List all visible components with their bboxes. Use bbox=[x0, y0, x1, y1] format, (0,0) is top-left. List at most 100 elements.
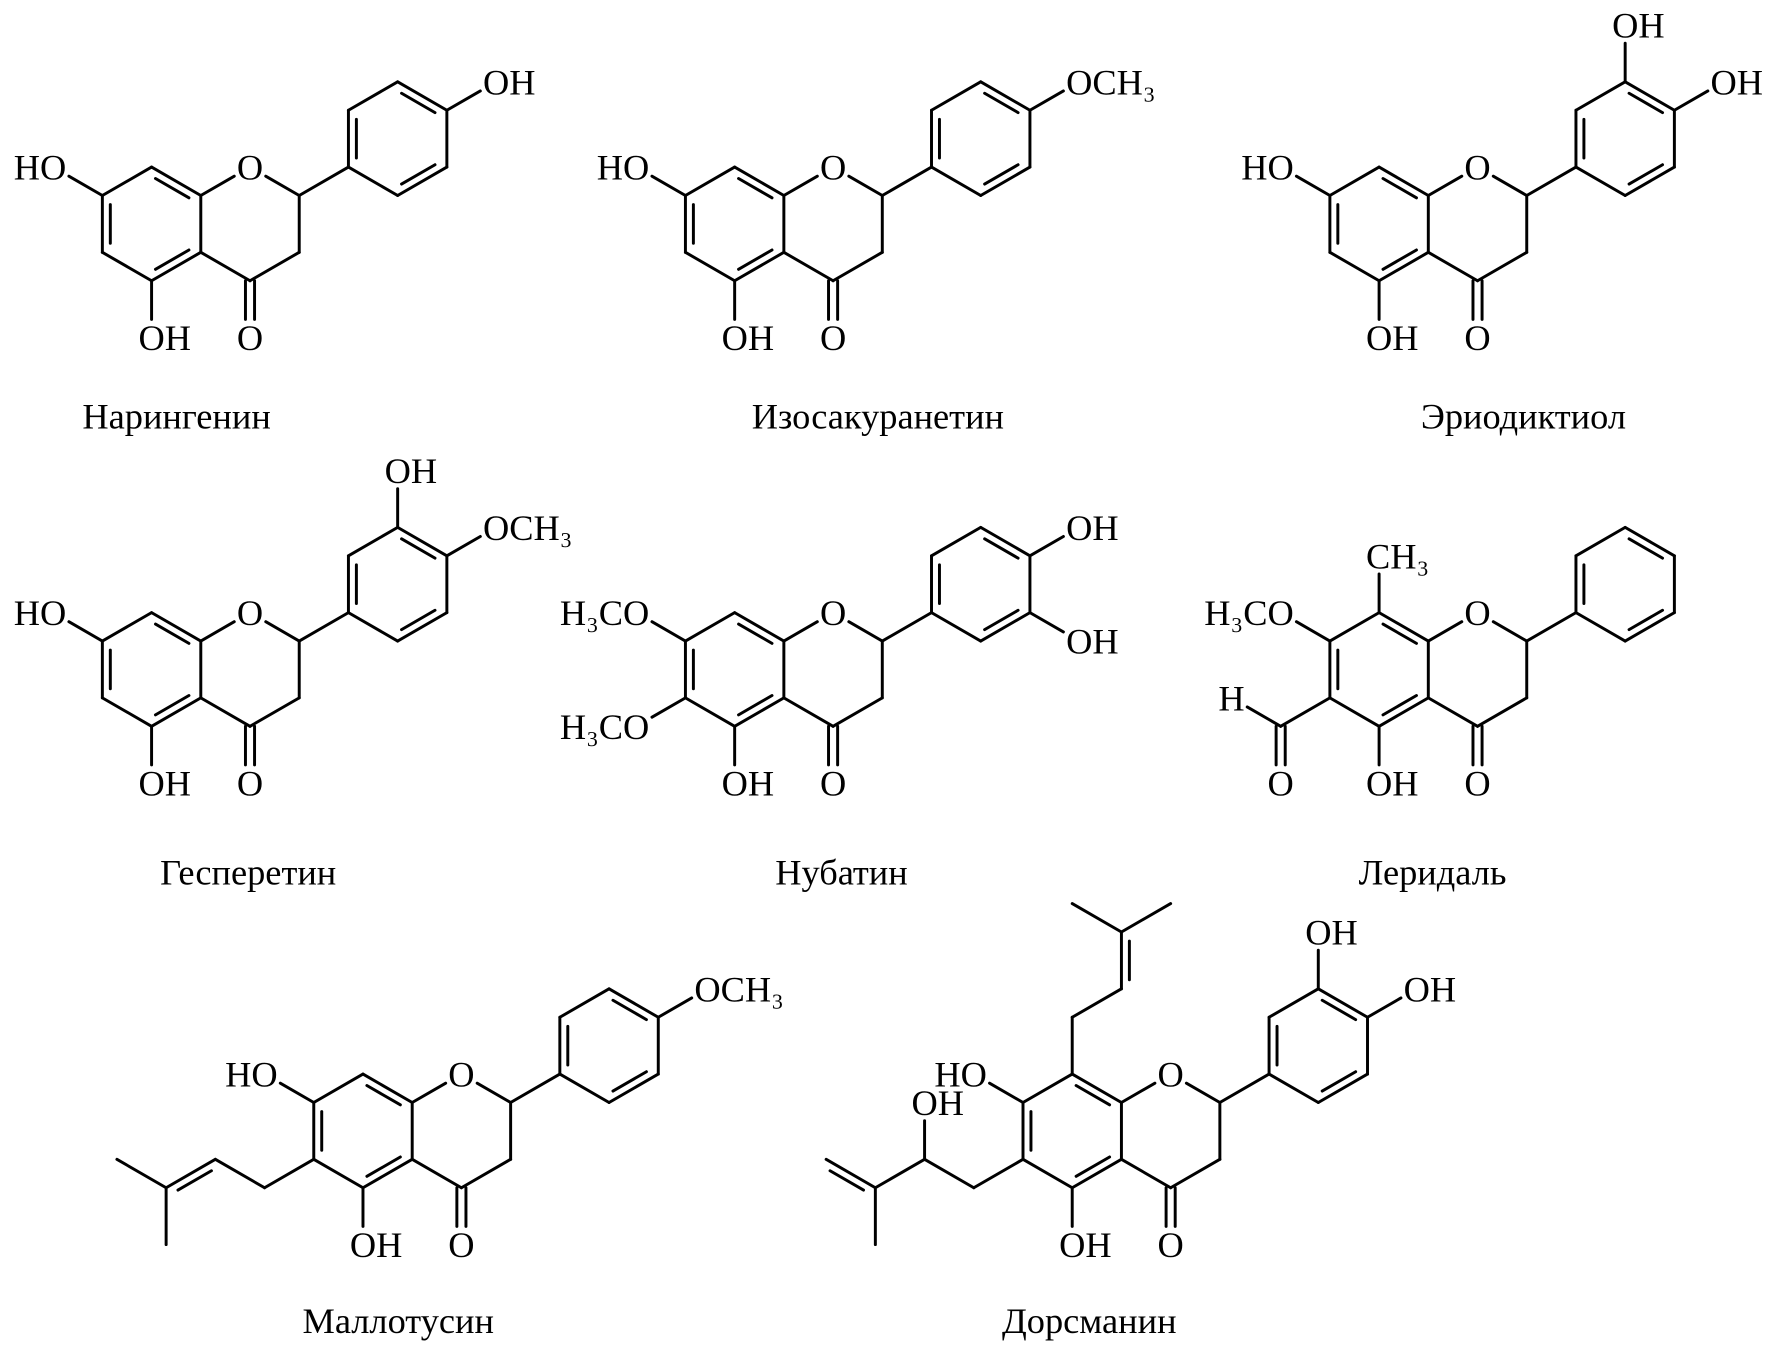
atom-label-o7: HO bbox=[934, 1055, 987, 1095]
single-bond bbox=[1218, 1072, 1271, 1104]
atom-label-o5: OH bbox=[1366, 318, 1419, 358]
compound-name: Нарингенин bbox=[82, 396, 270, 436]
double-bond-inner bbox=[365, 1155, 402, 1178]
double-bond-inner bbox=[611, 998, 648, 1022]
atom-label-o4p: OCH₃ bbox=[694, 969, 783, 1009]
single-bond bbox=[1491, 620, 1529, 643]
single-bond bbox=[1623, 80, 1676, 112]
single-bond bbox=[410, 1081, 448, 1104]
single-bond bbox=[1279, 696, 1332, 728]
single-bond bbox=[150, 696, 203, 728]
single-bond bbox=[100, 696, 154, 728]
single-bond bbox=[683, 696, 737, 728]
single-bond bbox=[1328, 250, 1381, 283]
single-bond bbox=[100, 165, 154, 197]
single-bond bbox=[880, 611, 933, 643]
compound-name: Маллотусин bbox=[303, 1301, 494, 1341]
single-bond bbox=[396, 80, 449, 112]
single-bond bbox=[1021, 1157, 1074, 1190]
single-bond bbox=[115, 1157, 168, 1190]
double-bond-inner bbox=[737, 248, 774, 271]
double-bond-inner bbox=[176, 1169, 213, 1192]
double-bond-inner bbox=[400, 163, 437, 186]
single-bond bbox=[1245, 705, 1283, 728]
single-bond bbox=[733, 696, 786, 728]
single-bond bbox=[312, 1072, 365, 1104]
atom-label-o1: O bbox=[237, 148, 263, 188]
atom-label-o7: H₃CO bbox=[1204, 593, 1293, 633]
atom-label-o6: H₃CO bbox=[560, 707, 649, 747]
compound-name: Изосакуранетин bbox=[752, 396, 1004, 436]
single-bond bbox=[988, 1081, 1025, 1104]
single-bond bbox=[1491, 174, 1529, 197]
single-bond bbox=[1623, 611, 1676, 643]
single-bond bbox=[346, 611, 400, 643]
single-bond bbox=[1366, 996, 1403, 1019]
single-bond bbox=[361, 1072, 414, 1104]
double-bond-inner bbox=[1381, 248, 1418, 271]
single-bond bbox=[264, 620, 301, 643]
double-bond-inner bbox=[1381, 177, 1418, 200]
double-bond-inner bbox=[153, 248, 191, 271]
compound-name: Дорсманин bbox=[1002, 1301, 1177, 1341]
single-bond bbox=[1316, 1072, 1369, 1104]
single-bond bbox=[979, 80, 1032, 112]
single-bond bbox=[1623, 525, 1676, 558]
atom-label-c8m: CH₃ bbox=[1366, 536, 1429, 576]
single-bond bbox=[733, 250, 786, 283]
single-bond bbox=[683, 250, 737, 283]
atom-label-choh: H bbox=[1218, 678, 1244, 718]
single-bond bbox=[1021, 1072, 1074, 1104]
single-bond bbox=[1328, 611, 1381, 643]
double-bond-inner bbox=[1320, 998, 1358, 1022]
single-bond bbox=[199, 174, 236, 197]
single-bond bbox=[1070, 987, 1123, 1019]
single-bond bbox=[1119, 1157, 1173, 1190]
double-bond-inner bbox=[153, 177, 191, 200]
single-bond bbox=[1426, 174, 1464, 197]
single-bond bbox=[873, 1157, 927, 1190]
double-bond-inner bbox=[983, 608, 1020, 632]
atom-label-o4p: OH bbox=[1066, 508, 1119, 548]
single-bond bbox=[1294, 174, 1332, 197]
single-bond bbox=[1426, 620, 1464, 643]
single-bond bbox=[1184, 1081, 1222, 1104]
single-bond bbox=[1377, 165, 1430, 197]
single-bond bbox=[1169, 1157, 1222, 1190]
single-bond bbox=[297, 611, 350, 643]
atom-label-choo: O bbox=[1268, 764, 1294, 804]
single-bond bbox=[297, 165, 350, 197]
atom-label-o5: OH bbox=[722, 764, 775, 804]
single-bond bbox=[930, 80, 983, 112]
single-bond bbox=[312, 1157, 365, 1190]
single-bond bbox=[509, 1072, 562, 1104]
single-bond bbox=[1119, 902, 1173, 934]
double-bond-inner bbox=[983, 91, 1020, 115]
atom-label-soh: OH bbox=[912, 1083, 965, 1123]
single-bond bbox=[733, 611, 786, 643]
single-bond bbox=[445, 89, 482, 112]
double-bond-inner bbox=[153, 694, 191, 717]
double-bond-inner bbox=[983, 537, 1020, 560]
single-bond bbox=[782, 620, 819, 643]
atom-label-o3p: OH bbox=[1612, 6, 1665, 46]
atom-label-o1: O bbox=[1158, 1055, 1184, 1095]
single-bond bbox=[1294, 620, 1332, 643]
double-bond-inner bbox=[737, 622, 774, 645]
single-bond bbox=[396, 165, 449, 197]
double-bond-inner bbox=[1381, 622, 1418, 645]
atom-label-o5p: OH bbox=[1066, 622, 1119, 662]
single-bond bbox=[1070, 902, 1123, 934]
single-bond bbox=[150, 165, 203, 197]
single-bond bbox=[831, 696, 884, 728]
atom-label-o4p: OH bbox=[1404, 969, 1457, 1009]
single-bond bbox=[650, 696, 687, 719]
atom-label-o1: O bbox=[448, 1055, 474, 1095]
single-bond bbox=[782, 174, 819, 197]
atom-label-o4: O bbox=[1464, 318, 1490, 358]
double-bond-inner bbox=[1627, 163, 1665, 186]
single-bond bbox=[733, 165, 786, 197]
single-bond bbox=[656, 996, 694, 1019]
